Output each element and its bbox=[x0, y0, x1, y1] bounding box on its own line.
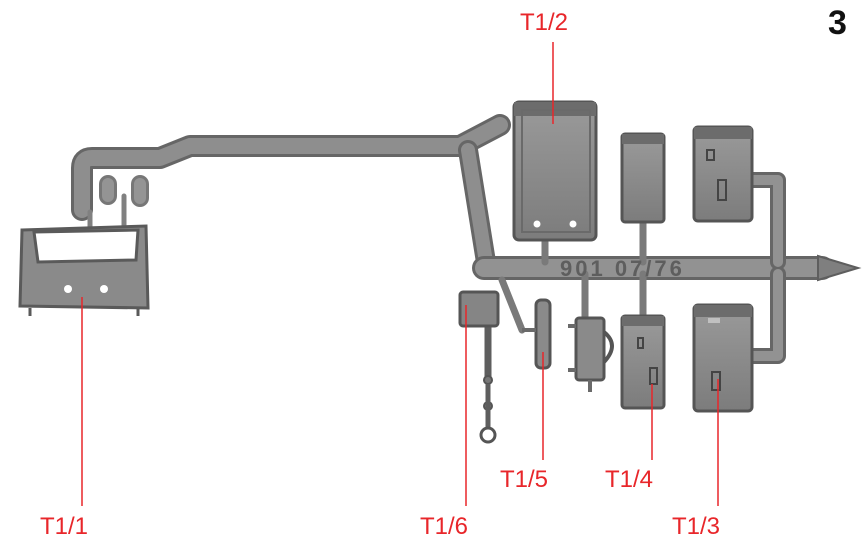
part-t1-5 bbox=[522, 298, 552, 370]
label-t1-3: T1/3 bbox=[672, 513, 721, 540]
page-number: 3 bbox=[828, 4, 847, 42]
part-t1-3 bbox=[692, 303, 754, 413]
label-t1-5: T1/5 bbox=[500, 466, 549, 493]
part-bracket bbox=[568, 316, 614, 392]
label-t1-1: T1/1 bbox=[40, 513, 89, 540]
sprue-code: 901 07/76 bbox=[560, 256, 685, 281]
part-t1-2 bbox=[512, 100, 598, 242]
label-t1-4: T1/4 bbox=[605, 466, 654, 493]
label-t1-2: T1/2 bbox=[520, 9, 569, 36]
part-narrow-box-upper bbox=[620, 132, 666, 224]
part-t1-3-upper bbox=[692, 125, 754, 223]
sprue-tip bbox=[817, 254, 862, 282]
part-t1-4 bbox=[620, 314, 666, 410]
part-t1-1 bbox=[18, 224, 150, 316]
sprue-runner bbox=[71, 114, 834, 382]
label-t1-6: T1/6 bbox=[420, 513, 469, 540]
part-t1-6 bbox=[458, 290, 500, 444]
leader-lines bbox=[81, 42, 719, 506]
